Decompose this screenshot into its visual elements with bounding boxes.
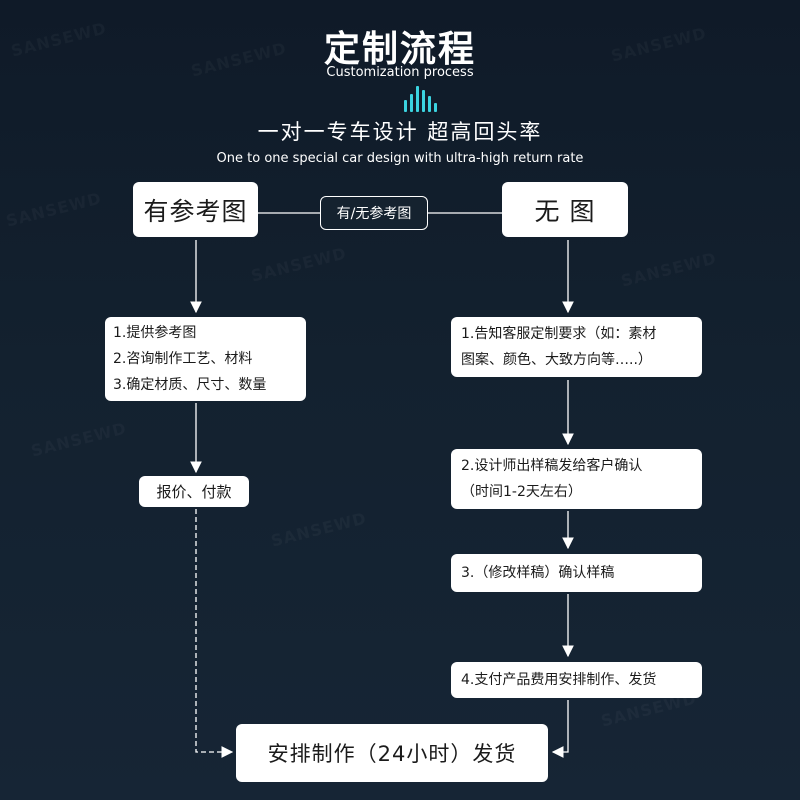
- right-step-2-box: 2.设计师出样稿发给客户确认 （时间1-2天左右）: [451, 449, 702, 509]
- page-subtitle: Customization process: [326, 65, 474, 80]
- left-step: 3.确定材质、尺寸、数量: [113, 377, 267, 393]
- final-production-box: 安排制作（24小时）发货: [236, 724, 548, 782]
- right-step-2-line: 2.设计师出样稿发给客户确认: [461, 458, 643, 474]
- tagline: 一对一专车设计 超高回头率: [257, 120, 543, 144]
- right-step-1-line: 图案、颜色、大致方向等…..）: [461, 352, 652, 368]
- reference-toggle-label: 有/无参考图: [320, 196, 428, 230]
- left-step: 2.咨询制作工艺、材料: [113, 351, 253, 367]
- page-title: 定制流程: [323, 29, 476, 70]
- has-reference-box: 有参考图: [133, 182, 258, 237]
- sound-wave-icon: [404, 86, 444, 112]
- quote-payment-box: 报价、付款: [139, 476, 249, 507]
- left-steps-box: 1.提供参考图 2.咨询制作工艺、材料 3.确定材质、尺寸、数量: [105, 317, 306, 401]
- right-step-1-box: 1.告知客服定制要求（如：素材 图案、颜色、大致方向等…..）: [451, 317, 702, 377]
- tagline-english: One to one special car design with ultra…: [216, 151, 584, 166]
- left-step: 1.提供参考图: [113, 325, 197, 341]
- arrow-left-final: [195, 509, 234, 758]
- right-step-1-line: 1.告知客服定制要求（如：素材: [461, 326, 657, 342]
- right-step-3-box: 3.（修改样稿）确认样稿: [451, 554, 702, 592]
- right-step-4-box: 4.支付产品费用安排制作、发货: [451, 662, 702, 698]
- right-step-2-line: （时间1-2天左右）: [461, 484, 582, 500]
- no-reference-box: 无 图: [502, 182, 628, 237]
- arrow-right-final: [551, 700, 569, 758]
